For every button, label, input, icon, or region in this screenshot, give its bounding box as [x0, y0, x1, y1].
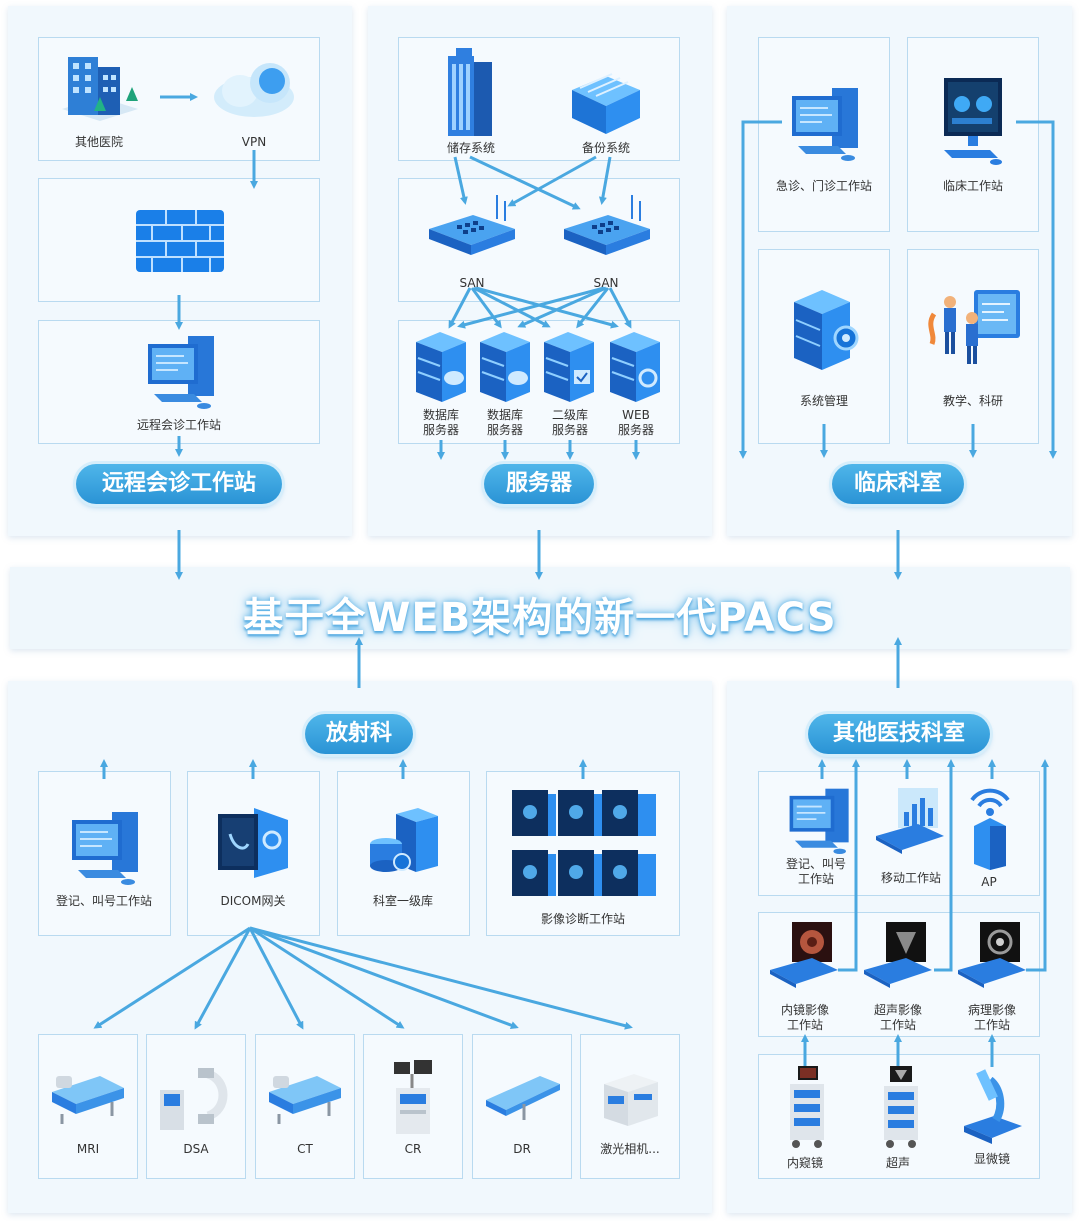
san-switch-icon	[564, 195, 650, 255]
device-label-laser: 激光相机...	[600, 1142, 660, 1156]
secondary-server-label: 二级库服务器	[551, 408, 589, 437]
diagnostic-monitors-icon	[512, 790, 656, 896]
endoscope-laptop-icon	[770, 922, 838, 988]
emergency-label: 急诊、门诊工作站	[775, 179, 873, 193]
cr-station-icon	[394, 1060, 432, 1134]
teaching-label: 教学、科研	[942, 394, 1004, 408]
clinical-monitor-icon	[944, 78, 1002, 165]
dsa-c-arm-icon	[160, 1068, 228, 1130]
mobile-laptop-icon	[876, 788, 944, 854]
other-register-label: 登记、叫号工作站	[785, 857, 847, 886]
computer-workstation-icon	[72, 812, 138, 885]
computer-workstation-icon	[148, 336, 214, 409]
san-label: SAN	[459, 276, 485, 290]
remote-ws-label: 远程会诊工作站	[136, 418, 222, 432]
other-title-pill: 其他医技科室	[808, 714, 990, 754]
central-banner: 基于全WEB架构的新一代PACS	[10, 567, 1070, 649]
central-title: 基于全WEB架构的新一代PACS	[243, 595, 837, 641]
mri-bed-icon	[52, 1076, 124, 1124]
other-hospital-label: 其他医院	[74, 135, 124, 149]
device-label-ct: CT	[297, 1142, 313, 1156]
server-title-pill: 服务器	[484, 464, 594, 504]
ultrasound-cart-icon	[884, 1066, 918, 1148]
us-ws-label: 超声影像工作站	[873, 1003, 923, 1032]
endoscope-label: 内窥镜	[786, 1156, 824, 1170]
radiology-title-pill: 放射科	[305, 714, 413, 754]
dept-lib-label: 科室一级库	[372, 894, 434, 908]
remote-title-pill: 远程会诊工作站	[76, 464, 282, 504]
diag-ws-label: 影像诊断工作站	[540, 912, 626, 926]
web-server-icon	[610, 332, 660, 402]
database-server-icon	[416, 332, 466, 402]
dicom-gateway-icon	[218, 808, 288, 878]
storage-building-icon	[448, 48, 492, 136]
endo-ws-label: 内镜影像工作站	[780, 1003, 830, 1032]
device-label-dsa: DSA	[183, 1142, 209, 1156]
db-server-label: 数据库服务器	[422, 408, 460, 437]
path-ws-label: 病理影像工作站	[967, 1003, 1017, 1032]
db-server-label: 数据库服务器	[486, 408, 524, 437]
ap-label: AP	[981, 875, 997, 889]
clinical-title-pill: 临床科室	[832, 464, 964, 504]
computer-workstation-icon	[792, 88, 858, 161]
teaching-research-icon	[928, 290, 1020, 364]
ultrasound-label: 超声	[885, 1156, 911, 1170]
sys-mgmt-label: 系统管理	[799, 394, 849, 408]
secondary-server-icon	[544, 332, 594, 402]
computer-workstation-icon	[789, 788, 849, 854]
backup-label: 备份系统	[581, 141, 631, 155]
box-dsa	[146, 1034, 246, 1179]
department-library-icon	[370, 808, 438, 872]
endoscope-cart-icon	[790, 1066, 824, 1148]
device-label-dr: DR	[513, 1142, 531, 1156]
mobile-ws-label: 移动工作站	[880, 871, 942, 885]
san-switch-icon	[429, 195, 515, 255]
wifi-ap-icon	[970, 788, 1010, 870]
backup-drawer-icon	[572, 73, 640, 134]
vpn-cloud-icon	[214, 63, 294, 117]
system-management-server-icon	[794, 290, 859, 370]
san-label: SAN	[593, 276, 619, 290]
microscope-icon	[964, 1069, 1022, 1144]
dr-table-icon	[486, 1076, 560, 1120]
dicom-label: DICOM网关	[220, 894, 286, 908]
laser-camera-icon	[604, 1074, 658, 1126]
ultrasound-laptop-icon	[864, 922, 932, 988]
device-label-cr: CR	[404, 1142, 422, 1156]
vpn-label: VPN	[241, 135, 267, 149]
hospital-building-icon	[62, 57, 138, 121]
pathology-laptop-icon	[958, 922, 1026, 988]
firewall-icon	[136, 210, 224, 272]
clinic-ws-label: 临床工作站	[942, 179, 1004, 193]
database-server-icon	[480, 332, 530, 402]
ct-bed-icon	[269, 1076, 341, 1124]
register-label: 登记、叫号工作站	[55, 894, 153, 908]
device-label-mri: MRI	[76, 1142, 100, 1156]
microscope-label: 显微镜	[973, 1152, 1011, 1166]
storage-label: 储存系统	[446, 141, 496, 155]
